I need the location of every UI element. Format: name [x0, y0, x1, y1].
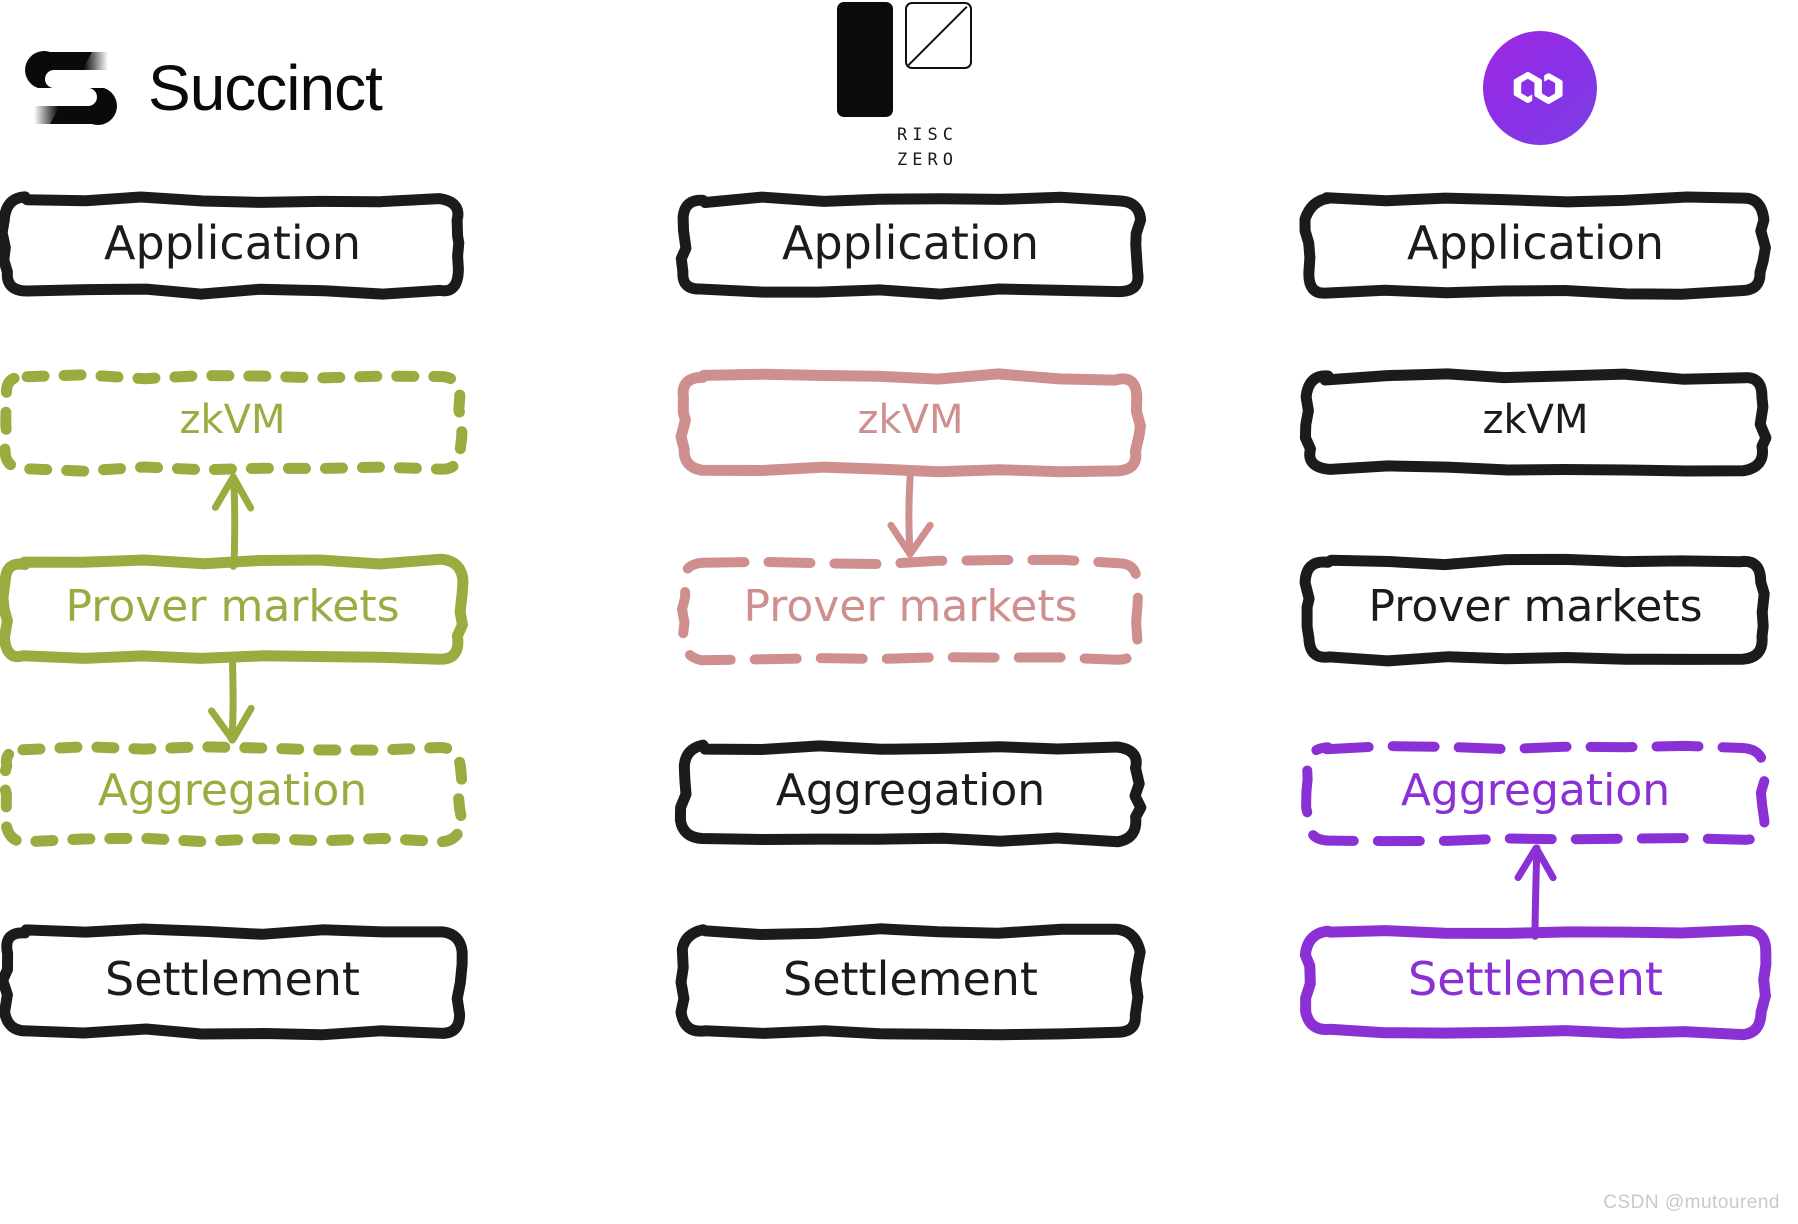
node-label-succinct-zkvm: zkVM	[179, 397, 286, 444]
risc-zero-bar-icon	[836, 1, 893, 117]
arrow-succinct-prover-markets-to-zkvm	[211, 473, 255, 570]
node-label-polygon-prover-markets: Prover markets	[1368, 581, 1703, 633]
node-box-risc-zero-aggregation	[674, 739, 1147, 848]
node-box-succinct-zkvm	[0, 369, 468, 477]
succinct-mark-icon	[20, 46, 122, 130]
node-box-polygon-zkvm	[1299, 368, 1772, 477]
node-label-risc-zero-prover-markets: Prover markets	[743, 581, 1078, 633]
succinct-logo: Succinct	[20, 0, 500, 175]
node-label-risc-zero-settlement: Settlement	[783, 951, 1038, 1006]
node-box-risc-zero-zkvm	[675, 368, 1146, 478]
watermark: CSDN @mutourend	[1603, 1192, 1780, 1213]
node-box-succinct-settlement	[0, 923, 468, 1041]
node-label-succinct-aggregation: Aggregation	[97, 765, 368, 817]
arrow-risc-zero-zkvm-to-prover-markets	[887, 467, 934, 558]
risc-zero-wordmark-line1: RISC	[897, 124, 958, 145]
node-box-succinct-aggregation	[0, 741, 468, 848]
arrow-succinct-prover-markets-to-aggregation	[208, 656, 255, 744]
node-box-succinct-prover-markets	[0, 553, 469, 665]
node-label-polygon-application: Application	[1406, 215, 1665, 270]
risc-zero-square-icon	[904, 1, 972, 69]
node-box-risc-zero-settlement	[675, 923, 1146, 1041]
node-box-polygon-settlement	[1299, 924, 1772, 1041]
polygon-logo	[1310, 0, 1770, 175]
node-box-polygon-prover-markets	[1299, 553, 1770, 667]
node-label-succinct-application: Application	[103, 215, 362, 270]
node-label-succinct-prover-markets: Prover markets	[65, 581, 400, 633]
node-label-polygon-zkvm: zkVM	[1482, 397, 1589, 444]
node-label-polygon-aggregation: Aggregation	[1400, 765, 1671, 817]
risc-zero-wordmark-line2: ZERO	[897, 150, 958, 170]
arrow-polygon-settlement-to-aggregation	[1514, 844, 1557, 940]
node-label-risc-zero-application: Application	[781, 215, 1040, 270]
node-label-succinct-settlement: Settlement	[105, 951, 360, 1006]
node-label-risc-zero-aggregation: Aggregation	[775, 765, 1046, 817]
node-box-polygon-application	[1299, 191, 1771, 300]
node-label-risc-zero-zkvm: zkVM	[857, 397, 964, 444]
logo-row: Succinct RISC ZERO	[0, 0, 1798, 175]
succinct-wordmark: Succinct	[148, 51, 383, 124]
node-box-polygon-aggregation	[1301, 740, 1770, 847]
node-box-risc-zero-prover-markets	[677, 554, 1144, 666]
node-label-polygon-settlement: Settlement	[1408, 951, 1663, 1006]
node-box-risc-zero-application	[675, 191, 1147, 300]
polygon-mark-icon	[1483, 30, 1597, 145]
risc-zero-logo: RISC ZERO	[680, 0, 1140, 175]
node-box-succinct-application	[0, 191, 465, 300]
